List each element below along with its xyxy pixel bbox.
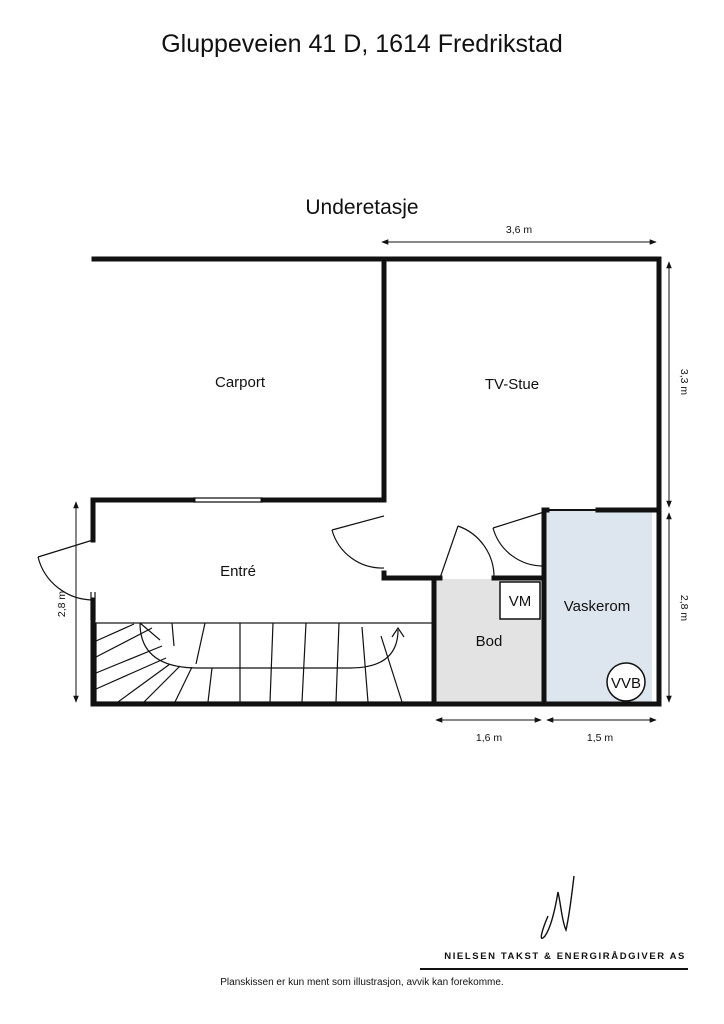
company-name: NIELSEN TAKST & ENERGIRÅDGIVER AS (444, 951, 686, 962)
room-label-carport: Carport (215, 374, 266, 391)
doors (37, 511, 545, 601)
room-label-entre: Entré (220, 563, 256, 580)
disclaimer: Planskissen er kun ment som illustrasjon… (220, 977, 504, 988)
floor-name: Underetasje (305, 196, 419, 219)
dim-right-lower: 2,8 m (678, 595, 690, 622)
label-vvb: VVB (611, 675, 641, 692)
page-title: Gluppeveien 41 D, 1614 Fredrikstad (161, 30, 563, 58)
walls (90, 256, 662, 707)
vm-box (499, 581, 541, 620)
window (192, 497, 264, 503)
vvb-circle (606, 662, 646, 702)
label-vm: VM (509, 593, 532, 610)
dim-left-height: 2,8 m (56, 591, 68, 618)
dimension-lines (73, 239, 672, 723)
side-window (90, 592, 96, 620)
dim-top-width: 3,6 m (506, 224, 533, 236)
dim-right-upper: 3,3 m (678, 369, 690, 396)
logo-monogram (540, 875, 575, 939)
room-label-tv-stue: TV-Stue (485, 376, 539, 393)
room-label-vaskerom: Vaskerom (564, 598, 630, 615)
company-underline (420, 968, 688, 970)
stairs (95, 622, 434, 703)
dim-bottom-bod: 1,6 m (476, 732, 503, 744)
dim-bottom-vaskerom: 1,5 m (587, 732, 614, 744)
room-label-bod: Bod (476, 633, 503, 650)
